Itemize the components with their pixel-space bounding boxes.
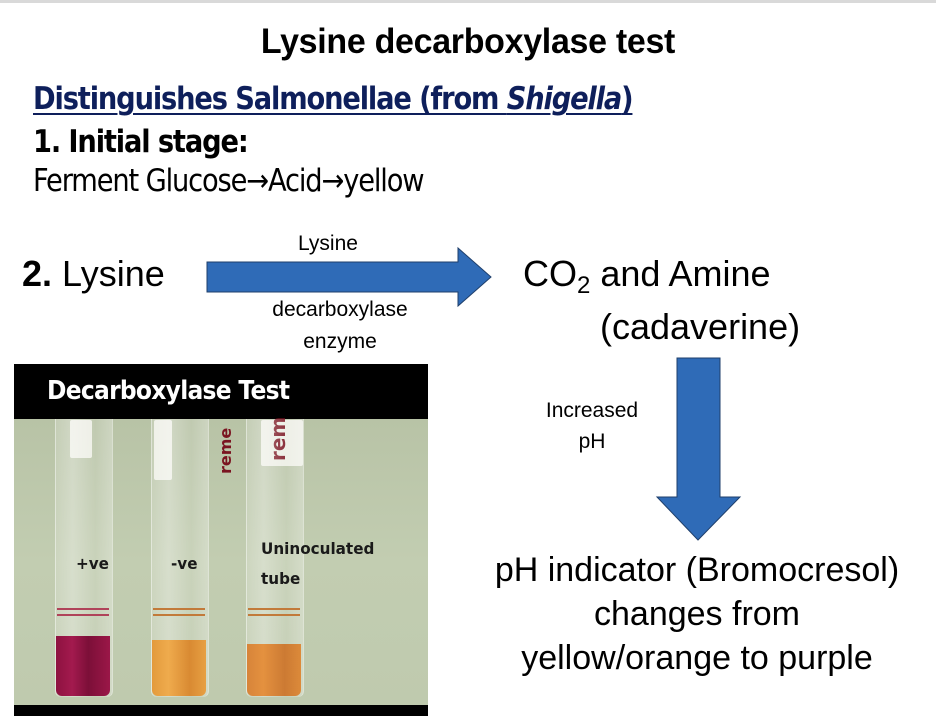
arrow-label-enzyme: enzyme <box>303 330 377 353</box>
subtitle-prefix: Distinguishes Salmonellae (from <box>33 81 507 117</box>
product-cadaverine: (cadaverine) <box>600 306 801 347</box>
decarboxylase-test-photo: Decarboxylase Test reme rem +ve -ve Unin… <box>14 364 428 716</box>
label-positive: +ve <box>76 554 109 573</box>
result-line2: changes from <box>594 595 800 633</box>
subtitle-suffix: ) <box>621 81 633 117</box>
right-arrow-icon <box>206 246 492 308</box>
tube2-brand-text: reme <box>216 427 235 474</box>
step1-text: Ferment Glucose→Acid→yellow <box>33 163 425 199</box>
arrow-label-top: Lysine <box>298 232 358 255</box>
result-line1: pH indicator (Bromocresol) <box>494 551 900 589</box>
step2-lysine: Lysine <box>62 253 165 294</box>
tube-uninoculated-liquid <box>247 644 301 696</box>
result-description: pH indicator (Bromocresol) changes from … <box>472 548 922 680</box>
tube-positive-liquid <box>56 636 110 696</box>
increased-label: Increased <box>545 399 639 422</box>
step2-number: 2. <box>22 253 53 294</box>
photo-header-bar: Decarboxylase Test <box>14 364 428 419</box>
ph-label: pH <box>578 430 606 453</box>
tube1-sticker <box>70 420 92 458</box>
arrow-label-decarboxylase: decarboxylase <box>272 298 408 321</box>
photo-title: Decarboxylase Test <box>47 376 290 406</box>
label-uninoculated: Uninoculated tube <box>261 534 374 594</box>
tube-negative-liquid <box>152 640 206 696</box>
subtitle-italic: Shigella <box>506 81 623 117</box>
label-uninoculated-line1: Uninoculated <box>261 539 375 558</box>
tube-positive-ring <box>57 608 109 616</box>
slide-title: Lysine decarboxylase test <box>260 22 676 61</box>
tube3-sticker <box>261 420 303 466</box>
co2-suffix: and Amine <box>590 253 771 294</box>
product-co2-amine: CO2 and Amine <box>523 253 771 298</box>
result-line3: yellow/orange to purple <box>521 639 873 677</box>
down-arrow-label: Increased pH <box>532 395 652 457</box>
arrow-label-bottom: decarboxylase enzyme <box>240 294 440 358</box>
slide-subtitle: Distinguishes Salmonellae (from Shigella… <box>33 81 634 117</box>
down-arrow-icon <box>655 357 742 541</box>
label-uninoculated-line2: tube <box>261 569 301 588</box>
label-negative: -ve <box>171 554 198 573</box>
top-border <box>0 0 936 3</box>
step2-substrate: 2. Lysine <box>22 253 165 295</box>
tube2-sticker <box>154 420 172 480</box>
tube-negative-ring <box>153 608 205 616</box>
co2-prefix: CO <box>523 253 577 294</box>
step1-heading: 1. Initial stage: <box>33 124 249 160</box>
tube-uninoculated-ring <box>248 608 300 616</box>
photo-footer-bar <box>14 705 428 716</box>
co2-subscript: 2 <box>577 272 591 299</box>
